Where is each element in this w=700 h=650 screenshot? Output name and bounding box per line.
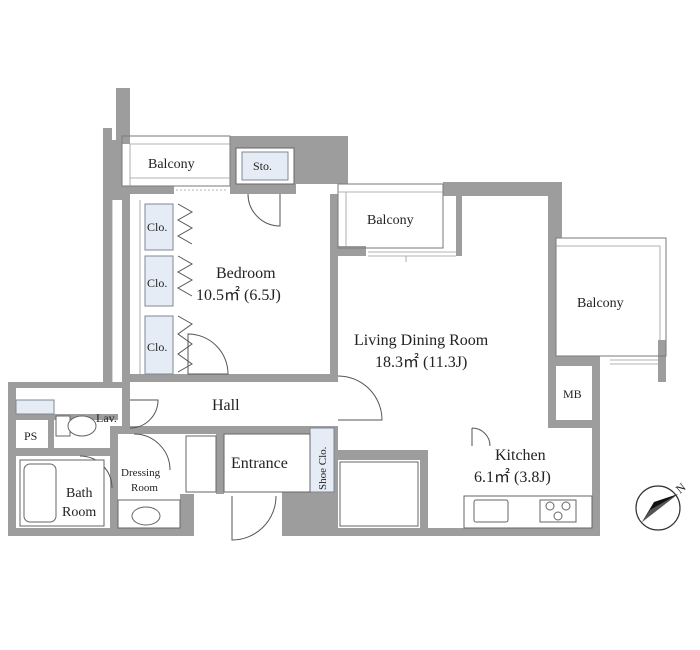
closets	[139, 200, 194, 375]
label-ps: PS	[24, 429, 37, 443]
label-bedroom-area: 10.5㎡ (6.5J)	[196, 286, 281, 304]
label-bath-line2: Room	[62, 505, 96, 520]
label-entrance: Entrance	[231, 455, 288, 472]
label-lavatory: Lav.	[96, 411, 117, 425]
label-bedroom-name: Bedroom	[216, 265, 276, 282]
label-living-area: 18.3㎡ (11.3J)	[375, 353, 467, 371]
compass-icon: N	[635, 480, 689, 531]
kitchen-sink	[473, 499, 509, 523]
label-dressing-line2: Room	[131, 482, 158, 494]
label-kitchen-name: Kitchen	[495, 447, 546, 464]
label-mb: MB	[563, 387, 582, 401]
walls	[8, 88, 666, 536]
label-balcony-top-left: Balcony	[148, 157, 195, 172]
label-bath-line1: Bath	[66, 486, 92, 501]
sink	[131, 506, 161, 526]
label-closet-1: Clo.	[147, 220, 167, 234]
room-labels: Balcony Sto. Balcony Balcony Clo. Clo. C…	[24, 157, 624, 520]
label-closet-2: Clo.	[147, 276, 167, 290]
label-hall: Hall	[212, 397, 240, 414]
balcony-outlines	[111, 135, 667, 384]
label-dressing-line1: Dressing	[121, 467, 161, 479]
label-living-name: Living Dining Room	[354, 332, 489, 349]
label-balcony-right: Balcony	[577, 296, 624, 311]
storage-box	[235, 147, 295, 185]
closet-2	[144, 255, 174, 307]
label-storage: Sto.	[253, 159, 272, 173]
toilet	[67, 415, 97, 437]
closet-3	[144, 315, 174, 375]
label-kitchen-area: 6.1㎡ (3.8J)	[474, 468, 551, 486]
shoe-closet-box	[309, 427, 335, 493]
label-shoe-closet: Shoe Clo.	[317, 446, 329, 490]
label-balcony-top-mid: Balcony	[367, 213, 414, 228]
closet-1	[144, 203, 174, 251]
fixtures	[15, 399, 593, 529]
label-closet-3: Clo.	[147, 340, 167, 354]
